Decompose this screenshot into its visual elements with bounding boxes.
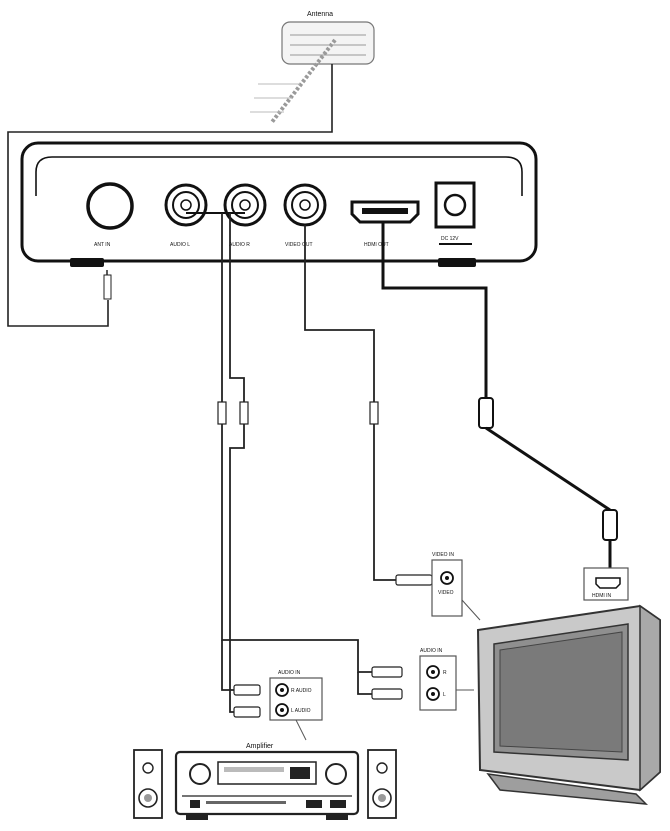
amp-audio-pointer [295, 719, 307, 741]
amplifier-display-indicator [290, 767, 310, 779]
amplifier-foot [186, 814, 208, 820]
dc-in-port-socket [443, 193, 467, 217]
tv-audio-l-label: L [443, 692, 446, 698]
antenna-plug [103, 274, 112, 300]
tv-video-panel-box [431, 559, 463, 617]
antenna-label: Antenna [307, 11, 333, 18]
tv-audio-r-label: R [443, 670, 447, 676]
amplifier-label: Amplifier [246, 743, 274, 750]
tv-video-pointer [461, 599, 481, 621]
video-out-label: VIDEO OUT [285, 242, 313, 248]
left-speaker [133, 749, 163, 819]
tv-audio-in-label: AUDIO IN [420, 648, 443, 654]
amplifier-display-text [224, 767, 284, 772]
tv-hdmi-label: HDMI IN [592, 593, 612, 599]
audio-amp-cable-r [221, 640, 256, 691]
audio-l-label: AUDIO L [170, 242, 190, 248]
right-speaker-woofer-core [378, 794, 386, 802]
tv-video-port-pin [445, 576, 449, 580]
left-speaker-woofer-core [144, 794, 152, 802]
video-cable [304, 225, 410, 581]
tv-audio-r-plug [371, 666, 403, 678]
amp-audio-in-label: AUDIO IN [278, 670, 301, 676]
amplifier-knob-left [189, 763, 211, 785]
tv-video-sub-label: VIDEO [438, 590, 454, 596]
right-speaker-tweeter [376, 762, 388, 774]
amp-audio-l-plug [233, 706, 261, 718]
left-speaker-tweeter [142, 762, 154, 774]
audio-r-label: AUDIO R [229, 242, 250, 248]
audio-r-port-ring [231, 191, 259, 219]
audio-r-cable [229, 213, 245, 640]
amplifier-knob-right [325, 763, 347, 785]
audio-r-port-pin [239, 199, 251, 211]
tv-audio-l-plug [371, 688, 403, 700]
set-top-box-foot [70, 258, 104, 267]
set-top-box: ANT IN AUDIO L AUDIO R VIDEO OUT HDMI OU… [20, 141, 538, 267]
antenna: Antenna [250, 11, 375, 124]
dc-in-label: DC 12V [441, 236, 459, 242]
set-top-box-foot [438, 258, 476, 267]
amp-audio-r-plug [233, 684, 261, 696]
tv-audio-l-pin [431, 692, 435, 696]
audio-inline-plug [217, 401, 227, 425]
hdmi-plug-top [478, 397, 494, 429]
tv-audio-in-panel: AUDIO IN R L [419, 648, 457, 711]
amp-audio-r-pin [280, 688, 284, 692]
tv-hdmi-port [595, 577, 621, 589]
amp-audio-in-panel: AUDIO IN R AUDIO L AUDIO [269, 670, 323, 721]
hdmi-cable [381, 222, 488, 398]
amplifier-button [330, 800, 346, 808]
hdmi-plug-bottom [602, 509, 618, 541]
audio-inline-plug [239, 401, 249, 425]
tv-side [639, 604, 661, 792]
amplifier-button-row [206, 801, 286, 804]
video-tv-plug [395, 574, 433, 586]
amp-audio-l-pin [280, 708, 284, 712]
antenna-body [281, 21, 375, 65]
tv-audio-r-pin [431, 670, 435, 674]
ant-in-label: ANT IN [94, 242, 111, 248]
tv-video-in-panel: VIDEO IN VIDEO [431, 552, 463, 617]
audio-l-port-pin [180, 199, 192, 211]
hdmi-out-port-contacts [362, 208, 408, 214]
tv-audio-panel-box [419, 655, 457, 711]
antenna-pole [270, 38, 337, 124]
video-out-port-ring [291, 191, 319, 219]
amplifier-foot [326, 814, 348, 820]
tv-stand [486, 773, 649, 805]
audio-amp-cable-l [229, 640, 256, 713]
right-speaker [367, 749, 397, 819]
tv-hdmi-in-panel: HDMI IN [583, 567, 629, 601]
television [476, 604, 661, 805]
video-inline-plug [369, 401, 379, 425]
tv-video-in-label: VIDEO IN [432, 552, 454, 558]
audio-l-port-ring [172, 191, 200, 219]
antenna-cable [7, 64, 333, 327]
amplifier: Amplifier [174, 743, 360, 820]
ant-in-port [86, 182, 134, 230]
hdmi-cable-diagonal [485, 426, 611, 512]
set-top-box-body [20, 141, 538, 263]
amplifier-button [306, 800, 322, 808]
set-top-box-bevel [35, 156, 523, 173]
tv-screen [499, 631, 623, 753]
video-out-port-pin [299, 199, 311, 211]
amplifier-button [190, 800, 200, 808]
hdmi-out-label: HDMI OUT [364, 242, 389, 248]
amp-audio-r-label: R AUDIO [291, 688, 312, 694]
audio-l-cable [221, 213, 402, 673]
amp-audio-l-label: L AUDIO [291, 708, 311, 714]
